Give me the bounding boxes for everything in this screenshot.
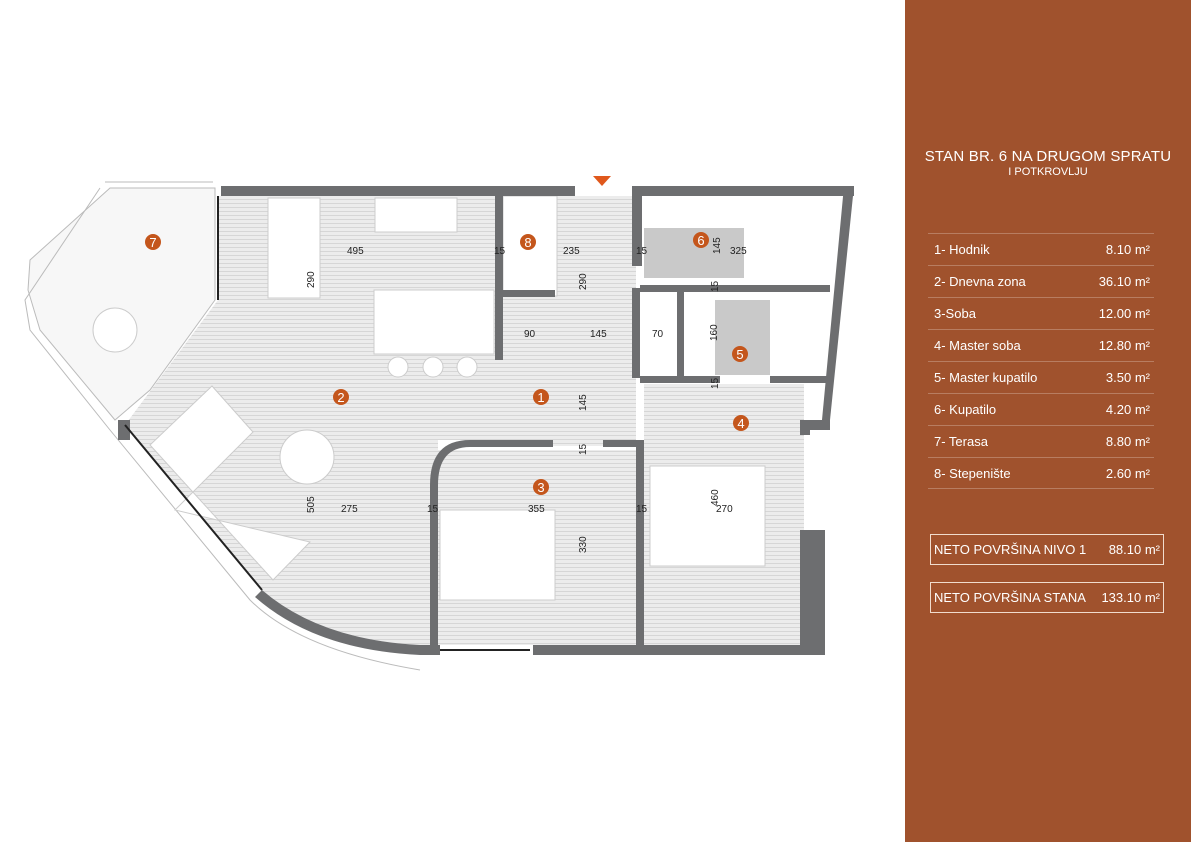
room-label: 6- Kupatilo xyxy=(934,402,997,417)
terrace-table xyxy=(92,307,138,353)
room-label: 2- Dnevna zona xyxy=(934,274,1026,289)
total-label: NETO POVRŠINA STANA xyxy=(934,590,1086,605)
room-row: 6- Kupatilo 4.20 m² xyxy=(928,393,1154,425)
terrace-area xyxy=(27,187,216,421)
svg-text:2: 2 xyxy=(337,390,344,405)
bath6-floor xyxy=(644,228,744,278)
apartment-subtitle: I POTKROVLJU xyxy=(1008,166,1088,178)
dimension-label: 70 xyxy=(652,329,664,340)
stool xyxy=(456,356,478,378)
terrace-outline xyxy=(24,181,421,671)
svg-text:8: 8 xyxy=(524,235,531,250)
total-area: 88.10 m² xyxy=(1108,542,1160,557)
dimension-label: 270 xyxy=(716,504,733,515)
dimension-label: 330 xyxy=(578,536,589,553)
room-marker-6: 6 xyxy=(693,232,709,248)
dimension-label: 460 xyxy=(710,489,721,506)
dimension-label: 290 xyxy=(578,273,589,290)
room-row: 4- Master soba 12.80 m² xyxy=(928,329,1154,361)
sofa xyxy=(149,385,311,581)
room-area: 2.60 m² xyxy=(1105,465,1150,481)
room-area: 12.80 m² xyxy=(1098,338,1150,353)
dimension-label: 145 xyxy=(712,237,723,254)
svg-text:5: 5 xyxy=(736,347,743,362)
dimension-label: 15 xyxy=(427,504,439,515)
stool xyxy=(422,356,444,378)
svg-text:4: 4 xyxy=(737,416,744,431)
room-area: 36.10 m² xyxy=(1098,274,1150,289)
room-row: 3-Soba 12.00 m² xyxy=(928,297,1154,329)
svg-text:7: 7 xyxy=(149,235,156,250)
room-marker-2: 2 xyxy=(333,389,349,405)
room-markers: 1 2 3 4 5 6 7 8 xyxy=(145,232,749,495)
dimension-label: 15 xyxy=(494,246,506,257)
dimension-label: 15 xyxy=(710,280,721,292)
room-marker-4: 4 xyxy=(733,415,749,431)
dimension-labels: 495 290 15 235 290 15 145 325 15 90 145 … xyxy=(306,237,747,553)
room-row: 7- Terasa 8.80 m² xyxy=(928,425,1154,457)
room-label: 1- Hodnik xyxy=(934,242,990,257)
room-label: 5- Master kupatilo xyxy=(934,370,1038,385)
svg-text:6: 6 xyxy=(697,233,704,248)
room-row: 8- Stepenište 2.60 m² xyxy=(928,457,1154,489)
floor-plan: 1 2 3 4 5 6 7 8 495 290 15 235 290 15 14… xyxy=(24,176,854,671)
info-panel: STAN BR. 6 NA DRUGOM SPRATU I POTKROVLJU… xyxy=(905,0,1191,842)
room-marker-5: 5 xyxy=(732,346,748,362)
room-area: 12.00 m² xyxy=(1098,306,1150,321)
room-area: 3.50 m² xyxy=(1105,370,1150,385)
dimension-label: 235 xyxy=(563,246,580,257)
dimension-label: 145 xyxy=(590,329,607,340)
apartment-title: STAN BR. 6 NA DRUGOM SPRATU xyxy=(924,148,1172,165)
dimension-label: 15 xyxy=(710,377,721,389)
dimension-label: 325 xyxy=(730,246,747,257)
kitchen-island xyxy=(373,289,495,355)
room-marker-7: 7 xyxy=(145,234,161,250)
room-marker-3: 3 xyxy=(533,479,549,495)
bed-room3 xyxy=(439,509,556,601)
room-label: 3-Soba xyxy=(934,306,976,321)
dimension-label: 355 xyxy=(528,504,545,515)
dimension-label: 90 xyxy=(524,329,536,340)
total-label: NETO POVRŠINA NIVO 1 xyxy=(934,542,1087,557)
dimension-label: 15 xyxy=(636,246,648,257)
dimension-label: 160 xyxy=(709,324,720,341)
svg-text:3: 3 xyxy=(537,480,544,495)
room-label: 4- Master soba xyxy=(934,338,1021,353)
net-area-level1: NETO POVRŠINA NIVO 1 88.10 m² xyxy=(930,534,1164,565)
room-marker-8: 8 xyxy=(520,234,536,250)
dimension-label: 290 xyxy=(306,271,317,288)
room-row: 2- Dnevna zona 36.10 m² xyxy=(928,265,1154,297)
dimension-label: 15 xyxy=(636,504,648,515)
dimension-label: 505 xyxy=(306,496,317,513)
bath5-floor xyxy=(715,300,770,375)
walls xyxy=(118,186,854,655)
coffee-table xyxy=(279,429,335,485)
room-label: 8- Stepenište xyxy=(934,465,1011,481)
room-row: 1- Hodnik 8.10 m² xyxy=(928,233,1154,265)
room-area: 8.10 m² xyxy=(1105,242,1150,257)
dimension-label: 15 xyxy=(578,443,589,455)
room-marker-1: 1 xyxy=(533,389,549,405)
dimension-label: 275 xyxy=(341,504,358,515)
dining-table xyxy=(267,197,321,299)
entrance-arrow-icon xyxy=(593,176,611,186)
room-row: 5- Master kupatilo 3.50 m² xyxy=(928,361,1154,393)
window-line xyxy=(124,196,530,651)
room-area: 8.80 m² xyxy=(1105,434,1150,449)
svg-text:1: 1 xyxy=(537,390,544,405)
dimension-label: 495 xyxy=(347,246,364,257)
dimension-label: 145 xyxy=(578,394,589,411)
net-area-apartment: NETO POVRŠINA STANA 133.10 m² xyxy=(930,582,1164,613)
total-area: 133.10 m² xyxy=(1101,590,1160,605)
room-label: 7- Terasa xyxy=(934,434,988,449)
kitchen-counter xyxy=(374,197,458,233)
stool xyxy=(387,356,409,378)
bed-master xyxy=(649,465,766,567)
room-area: 4.20 m² xyxy=(1105,402,1150,417)
